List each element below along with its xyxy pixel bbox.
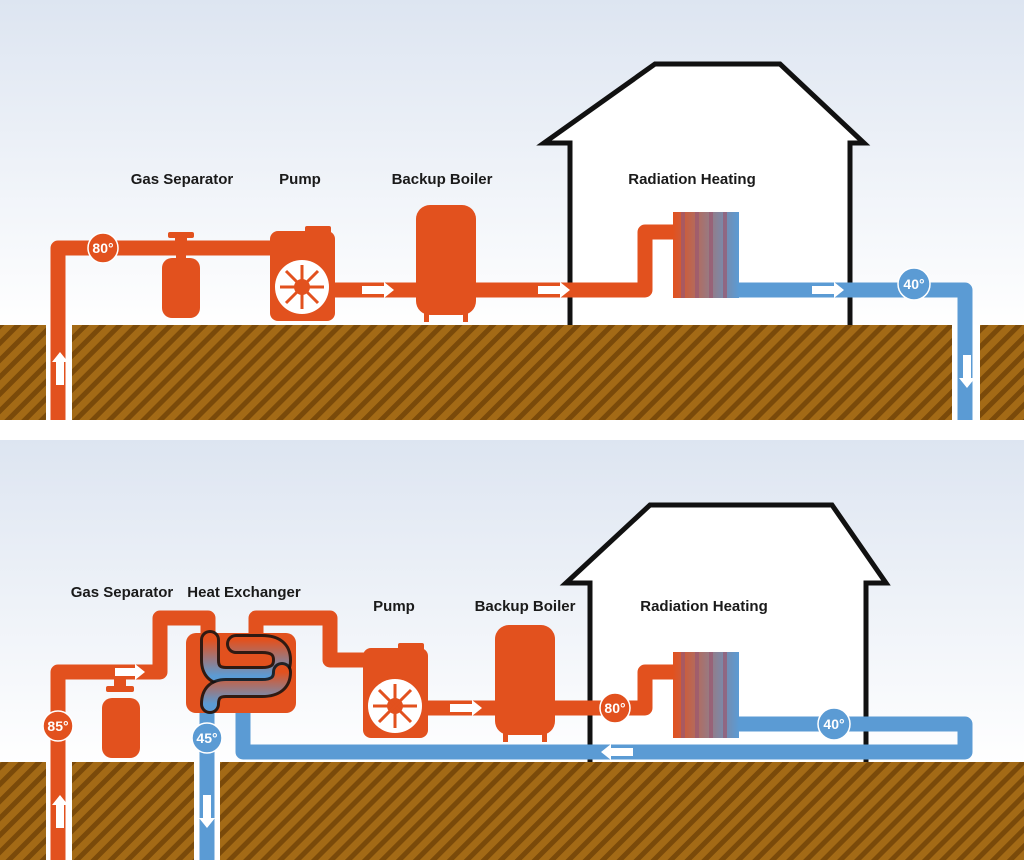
backup-boiler xyxy=(495,625,555,742)
house-outline xyxy=(536,61,871,326)
label-pump: Pump xyxy=(373,598,415,615)
temp-well-supply-text: 85° xyxy=(47,718,68,734)
arrow-right-icon xyxy=(538,282,570,298)
return-pipe xyxy=(235,700,973,760)
temp-badge-supply xyxy=(87,232,119,264)
supply-pipe-exchanger xyxy=(248,610,365,668)
sky-background xyxy=(0,0,1024,330)
label-heat-exchanger: Heat Exchanger xyxy=(187,584,301,601)
temp-badge-well-return xyxy=(191,722,223,754)
temp-return-text: 40° xyxy=(903,276,924,292)
backup-boiler xyxy=(416,205,476,322)
label-radiation-heating: Radiation Heating xyxy=(628,171,756,188)
temp-well-return-text: 45° xyxy=(196,730,217,746)
radiator xyxy=(673,212,739,298)
gas-separator xyxy=(162,232,200,318)
temp-supply-text: 80° xyxy=(604,700,625,716)
arrow-right-icon xyxy=(812,282,844,298)
arrow-up-icon xyxy=(52,352,68,385)
well-supply-pipe xyxy=(50,610,216,860)
temp-supply-text: 80° xyxy=(92,240,113,256)
radiator xyxy=(673,652,739,738)
label-gas-separator: Gas Separator xyxy=(71,584,174,601)
flow-arrows-top xyxy=(52,282,975,388)
label-pump: Pump xyxy=(279,171,321,188)
label-backup-boiler: Backup Boiler xyxy=(392,171,493,188)
pump xyxy=(270,226,335,321)
pump xyxy=(363,643,428,738)
arrow-left-icon xyxy=(601,744,633,760)
arrow-right-icon xyxy=(450,700,482,716)
panel-heat-exchanger: 85° 45° 80° 40° Gas Separator Heat Excha… xyxy=(0,440,1024,860)
temp-badge-return xyxy=(817,707,851,741)
arrow-up-icon xyxy=(52,795,68,828)
temp-badge-return xyxy=(897,267,931,301)
panel-direct-use: 80° 40° Gas Separator Pump Backup Boiler… xyxy=(0,0,1024,420)
label-gas-separator: Gas Separator xyxy=(131,171,234,188)
heat-exchanger xyxy=(186,630,296,714)
label-backup-boiler: Backup Boiler xyxy=(475,598,576,615)
arrow-down-icon xyxy=(199,795,215,828)
flow-arrows-bottom xyxy=(52,664,633,828)
panel-divider xyxy=(0,420,1024,440)
ground xyxy=(0,762,1024,860)
arrow-down-icon xyxy=(959,355,975,388)
temp-return-text: 40° xyxy=(823,716,844,732)
gas-separator xyxy=(102,672,140,758)
temp-badge-supply xyxy=(599,692,631,724)
supply-pipe-house xyxy=(330,224,680,298)
label-radiation-heating: Radiation Heating xyxy=(640,598,768,615)
arrow-right-icon xyxy=(362,282,394,298)
temp-badge-well-supply xyxy=(42,710,74,742)
arrow-right-icon xyxy=(115,664,145,680)
ground xyxy=(0,325,1024,420)
